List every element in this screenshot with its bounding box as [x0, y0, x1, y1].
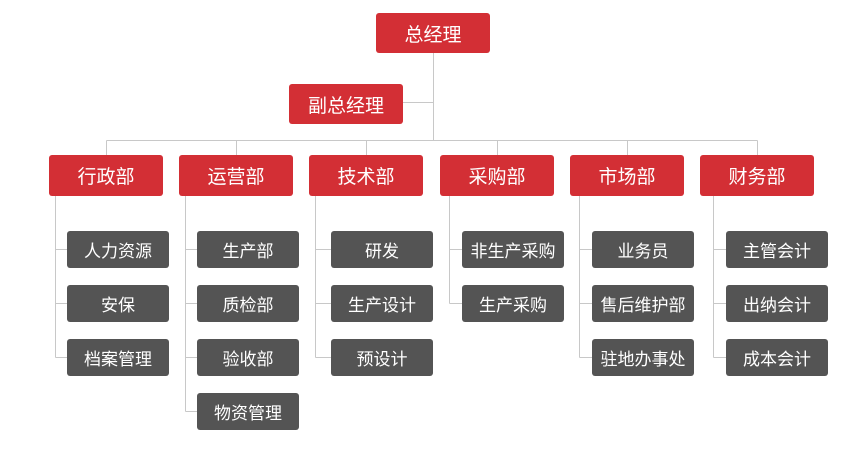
- team-node: 预设计: [331, 339, 433, 376]
- team-node: 安保: [67, 285, 169, 322]
- deputy-general-manager-node: 副总经理: [289, 84, 403, 124]
- team-node: 质检部: [197, 285, 299, 322]
- team-node: 成本会计: [726, 339, 828, 376]
- team-node: 出纳会计: [726, 285, 828, 322]
- general-manager-node: 总经理: [376, 13, 490, 53]
- team-node: 生产部: [197, 231, 299, 268]
- department-node-finance: 财务部: [700, 155, 814, 196]
- department-node-technology: 技术部: [309, 155, 423, 196]
- department-node-admin: 行政部: [49, 155, 163, 196]
- team-node: 业务员: [592, 231, 694, 268]
- team-node: 研发: [331, 231, 433, 268]
- team-node: 主管会计: [726, 231, 828, 268]
- team-node: 售后维护部: [592, 285, 694, 322]
- team-node: 驻地办事处: [592, 339, 694, 376]
- department-node-procurement: 采购部: [440, 155, 554, 196]
- team-node: 验收部: [197, 339, 299, 376]
- department-node-operations: 运营部: [179, 155, 293, 196]
- department-node-marketing: 市场部: [570, 155, 684, 196]
- team-node: 生产采购: [462, 285, 564, 322]
- team-node: 档案管理: [67, 339, 169, 376]
- team-node: 生产设计: [331, 285, 433, 322]
- team-node: 物资管理: [197, 393, 299, 430]
- team-node: 人力资源: [67, 231, 169, 268]
- team-node: 非生产采购: [462, 231, 564, 268]
